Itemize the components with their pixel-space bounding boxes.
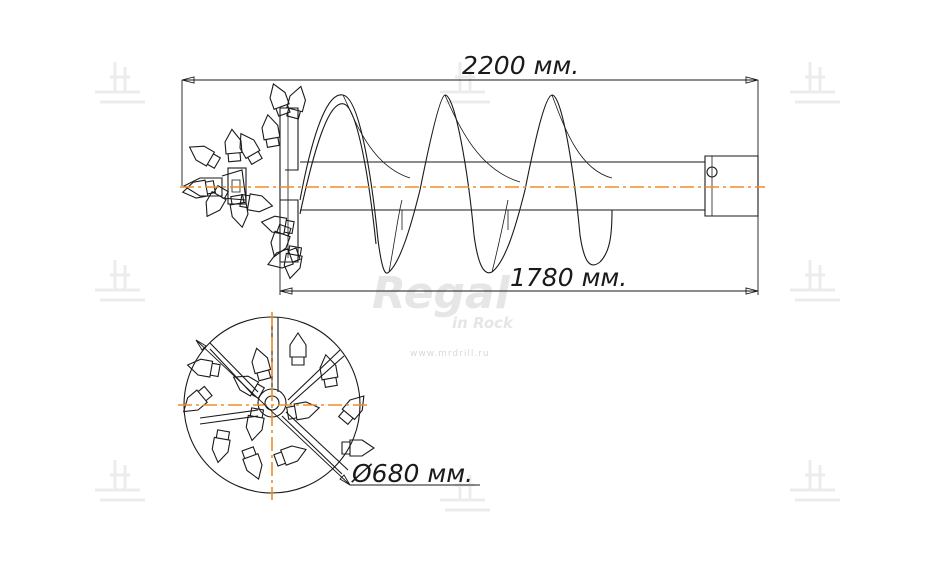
tooth: [205, 184, 230, 218]
tooth: [211, 429, 231, 464]
tooth: [261, 113, 281, 148]
tooth: [341, 439, 375, 457]
pilot-bit: [182, 167, 247, 205]
tooth: [267, 247, 301, 269]
dimension-overall-length: [181, 76, 759, 186]
watermark-logo-icon: [790, 62, 840, 104]
coupling-sleeve: [704, 155, 759, 217]
tooth: [270, 223, 292, 258]
tooth: [229, 194, 249, 229]
auger-end-view: Ø680 мм.: [178, 312, 480, 500]
auger-side-view: 2200 мм. 1780 мм.: [180, 51, 765, 295]
tooth: [188, 145, 222, 170]
radial-blades: [199, 317, 349, 475]
dimension-diameter: [195, 339, 480, 486]
tooth: [241, 446, 263, 480]
watermark-logo-icon: [95, 460, 145, 502]
cutter-teeth-end: [182, 332, 375, 480]
watermark-site: www.mrdrill.ru: [410, 349, 490, 359]
tooth: [232, 375, 266, 400]
tooth: [181, 179, 216, 199]
dimension-flight-length-label: 1780 мм.: [510, 263, 627, 292]
tooth: [251, 347, 272, 382]
helical-flights: [299, 94, 613, 274]
watermark-logo-icon: [95, 260, 145, 302]
tooth: [245, 407, 265, 442]
tooth: [239, 193, 274, 213]
watermark-logo-icon: [790, 260, 840, 302]
tooth: [337, 395, 365, 426]
tooth: [289, 332, 307, 366]
shaft: [300, 161, 705, 211]
tooth: [286, 401, 321, 421]
dimension-overall-length-label: 2200 мм.: [462, 51, 579, 80]
tooth: [186, 358, 221, 378]
watermark-logo-icon: [440, 62, 490, 104]
tooth: [273, 445, 307, 467]
watermark-brand: Regal: [372, 268, 511, 319]
cutter-teeth-side: [181, 83, 307, 280]
watermark-logo-icon: [790, 460, 840, 502]
tooth: [224, 128, 243, 163]
dimension-diameter-label: Ø680 мм.: [351, 459, 473, 488]
tooth: [239, 132, 263, 166]
tooth: [182, 385, 213, 413]
dimension-flight-length: [279, 216, 759, 295]
tooth: [283, 245, 303, 280]
tooth: [286, 85, 307, 120]
watermark-slogan: in Rock: [452, 314, 514, 332]
tooth: [319, 353, 339, 388]
watermark-logo-icon: [95, 62, 145, 104]
